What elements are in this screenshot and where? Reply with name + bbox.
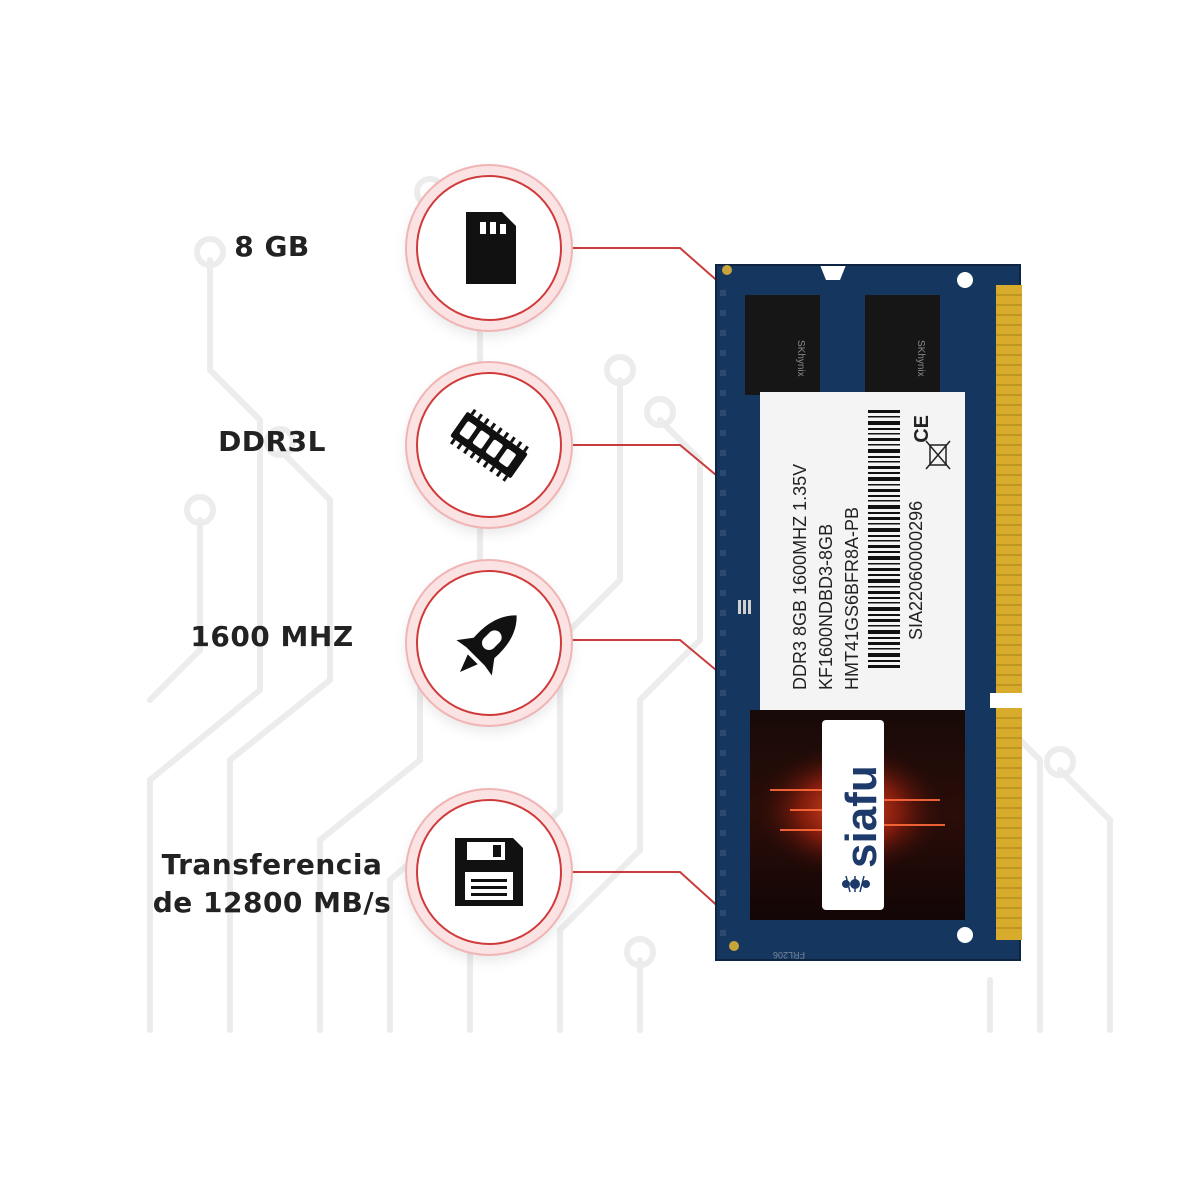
brand-logo: siafu (837, 765, 886, 868)
transfer-rate-line-2: de 12800 MB/s (152, 886, 392, 919)
ce-mark: CE (911, 415, 933, 443)
memory-card-icon (466, 212, 516, 284)
gold-contacts-upper (996, 285, 1022, 693)
sticker-line-2: KF1600NDBD3-8GB (816, 524, 836, 690)
ant-logo-icon (842, 875, 870, 893)
transfer-icon-badge (416, 799, 562, 945)
ram-chip-icon (449, 408, 529, 482)
capacity-label: 8 GB (234, 230, 310, 263)
gold-contacts-lower (996, 708, 1022, 940)
brand-badge (822, 720, 884, 910)
sticker-line-4: SIA22060000296 (906, 501, 926, 640)
barcode (868, 410, 900, 668)
transfer-rate-label: Transferencia de 12800 MB/s (122, 846, 422, 922)
sticker-line-3: HMT41GS6BFR8A-PB (842, 507, 862, 690)
sticker-text: DDR3 8GB 1600MHZ 1.35V KF1600NDBD3-8GB H… (790, 464, 926, 690)
memory-type-label: DDR3L (218, 425, 326, 458)
speed-label: 1600 MHZ (190, 620, 354, 653)
rocket-icon (456, 615, 517, 676)
transfer-rate-line-1: Transferencia (161, 848, 383, 881)
capacity-icon-badge (416, 175, 562, 321)
sticker-line-1: DDR3 8GB 1600MHZ 1.35V (790, 464, 810, 690)
memory-chip-left (745, 295, 820, 395)
chip-right-text: SKhynix (915, 340, 926, 377)
memory-type-icon-badge (416, 372, 562, 518)
board-code: FRL206 (773, 950, 805, 960)
chip-left-text: SKhynix (795, 340, 806, 377)
memory-chip-right (865, 295, 940, 395)
speed-icon-badge (416, 570, 562, 716)
floppy-disk-icon (455, 838, 523, 906)
weee-icon (925, 440, 951, 470)
